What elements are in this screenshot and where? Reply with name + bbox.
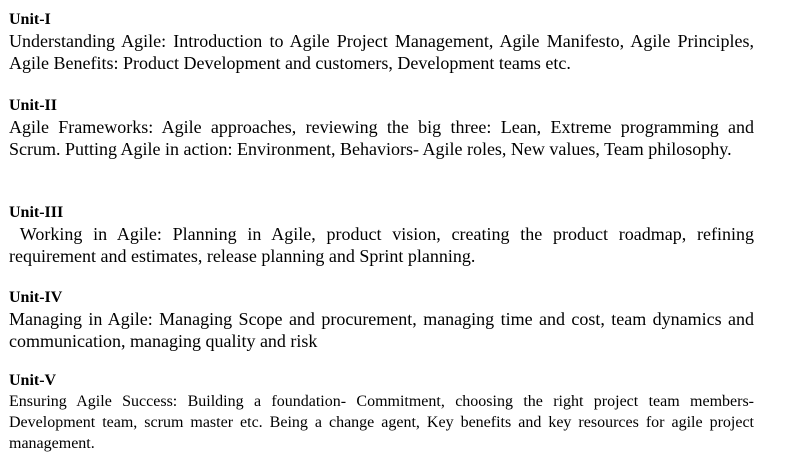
unit-description: Understanding Agile: Introduction to Agi…	[9, 31, 754, 73]
unit-title: Unit-V	[9, 372, 57, 389]
unit-title: Unit-III	[9, 204, 64, 221]
unit-description: Managing in Agile: Managing Scope and pr…	[9, 309, 754, 351]
unit-description: Agile Frameworks: Agile approaches, revi…	[9, 117, 754, 159]
unit-description: Ensuring Agile Success: Building a found…	[9, 393, 754, 452]
unit-section-3: Unit-III Working in Agile: Planning in A…	[9, 202, 754, 267]
unit-title: Unit-II	[9, 97, 58, 114]
unit-section-5: Unit-V Ensuring Agile Success: Building …	[9, 370, 754, 454]
unit-title: Unit-IV	[9, 289, 63, 306]
unit-section-2: Unit-II Agile Frameworks: Agile approach…	[9, 95, 754, 160]
unit-section-1: Unit-I Understanding Agile: Introduction…	[9, 9, 754, 74]
unit-title: Unit-I	[9, 11, 51, 28]
unit-description: Working in Agile: Planning in Agile, pro…	[9, 224, 759, 266]
unit-section-4: Unit-IV Managing in Agile: Managing Scop…	[9, 287, 754, 352]
